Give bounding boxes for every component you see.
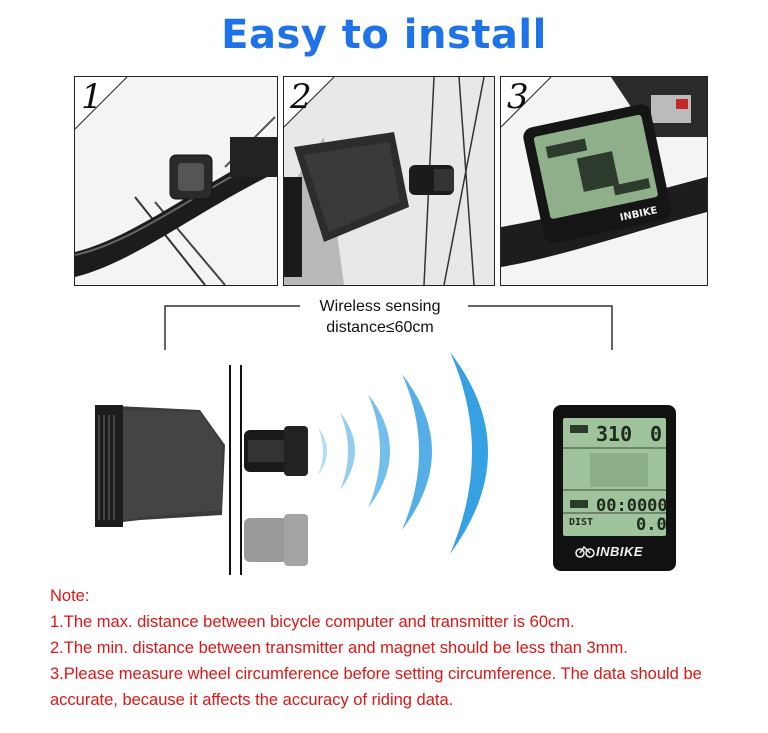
note-item: 3.Please measure wheel circumference bef…	[50, 665, 702, 709]
note-item: 2.The min. distance between transmitter …	[50, 639, 628, 657]
note-item: 1.The max. distance between bicycle comp…	[50, 613, 575, 631]
lcd-dist-label: DIST	[569, 517, 594, 528]
corner-cut-decoration	[75, 77, 128, 130]
lcd-top-digits: 310	[596, 422, 633, 446]
step-3-panel: 3 INBIKE	[500, 76, 708, 286]
lcd-dist-value: 0.0	[636, 515, 667, 535]
lcd-time-digits: 00:0000	[596, 496, 668, 516]
signal-waves	[318, 352, 488, 554]
fork-lines	[229, 365, 242, 575]
fork-sensor-photo	[284, 77, 494, 285]
corner-cut-decoration	[284, 77, 335, 128]
handlebar-mount-photo	[75, 77, 277, 285]
page-title: Easy to install	[221, 12, 547, 58]
step-1-panel: 1	[74, 76, 278, 286]
bicycle-icon	[575, 545, 595, 558]
magnet	[244, 426, 308, 476]
step-number: 3	[507, 77, 529, 117]
step-number: 2	[290, 77, 312, 117]
computer-installed-photo: INBIKE	[501, 77, 707, 285]
step-number: 1	[81, 77, 103, 117]
magnet-ghost-position	[244, 514, 308, 566]
bike-computer	[553, 405, 676, 571]
wireless-diagram	[95, 352, 676, 575]
distance-bracket	[164, 305, 613, 350]
corner-cut-decoration	[501, 77, 552, 128]
notes-heading: Note:	[50, 587, 90, 605]
lcd-top-right-digit: 0	[650, 422, 663, 446]
device-brand-logo: INBIKE	[596, 544, 644, 559]
notes-section: Note: 1.The max. distance between bicycl…	[50, 583, 750, 713]
transmitter-sensor	[95, 405, 225, 527]
step-2-panel: 2	[283, 76, 495, 286]
wireless-range-label: Wireless sensing distance≤60cm	[319, 298, 441, 336]
